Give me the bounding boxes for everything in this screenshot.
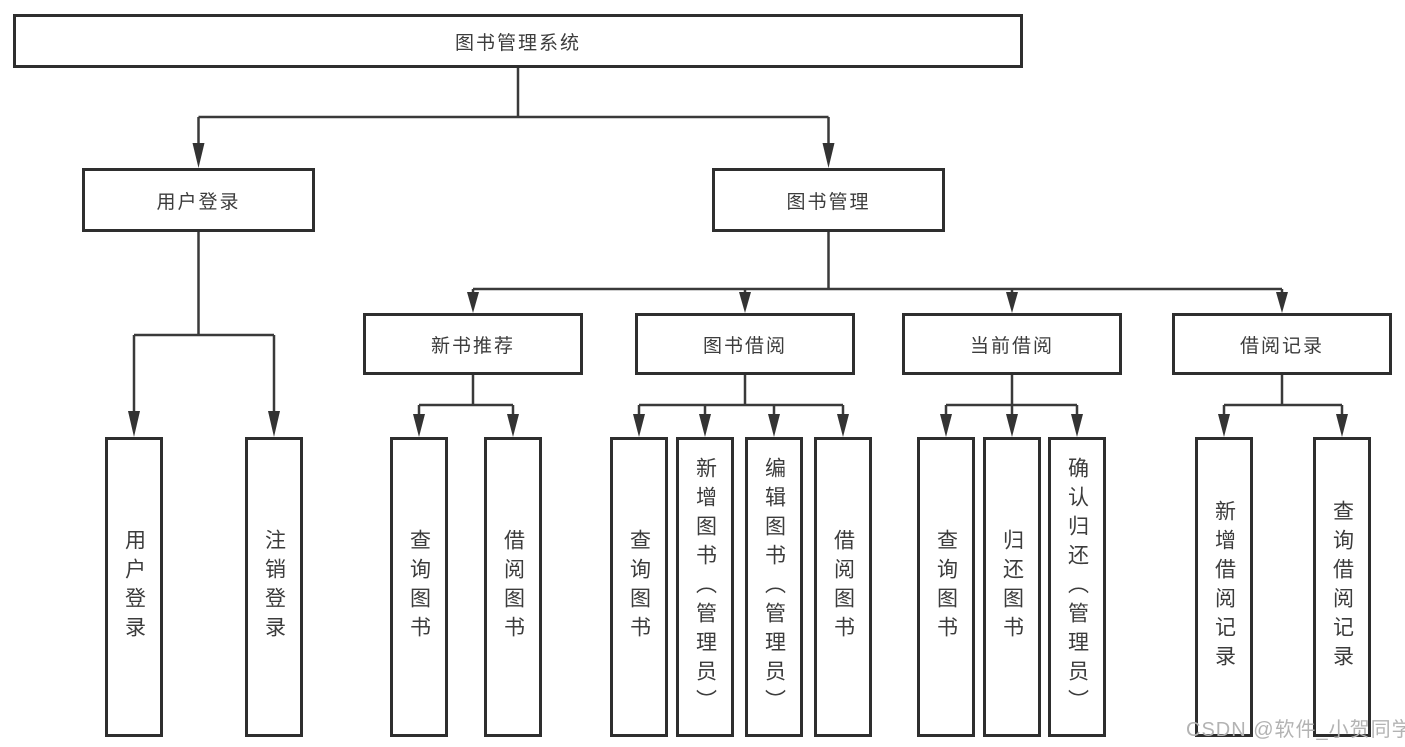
node-library-system: 图书管理系统	[13, 14, 1023, 68]
leaf-add-borrow-record: 新增借阅记录	[1195, 437, 1253, 737]
leaf-borrowing-query-books: 查询图书	[610, 437, 668, 737]
leaf-recommend-borrow-books-label: 借阅图书	[501, 529, 525, 645]
node-borrowing-records-label: 借阅记录	[1239, 335, 1324, 357]
leaf-user-login-label: 用户登录	[122, 529, 146, 645]
leaf-logout-label: 注销登录	[262, 529, 286, 645]
leaf-recommend-query-books: 查询图书	[390, 437, 448, 737]
node-new-book-recommend-label: 新书推荐	[430, 335, 515, 357]
node-current-borrowing-label: 当前借阅	[969, 335, 1054, 357]
leaf-confirm-return-admin-label: 确认归还（管理员）	[1065, 456, 1089, 718]
leaf-add-borrow-record-label: 新增借阅记录	[1212, 500, 1236, 674]
csdn-watermark: CSDN @软件_小贺同学	[1186, 719, 1405, 741]
leaf-borrowing-borrow-books: 借阅图书	[814, 437, 872, 737]
leaf-confirm-return-admin: 确认归还（管理员）	[1048, 437, 1106, 737]
leaf-current-query-books: 查询图书	[917, 437, 975, 737]
leaf-borrowing-query-books-label: 查询图书	[627, 529, 651, 645]
leaf-current-query-books-label: 查询图书	[934, 529, 958, 645]
node-book-management-label: 图书管理	[786, 191, 871, 213]
leaf-return-books: 归还图书	[983, 437, 1041, 737]
leaf-logout: 注销登录	[245, 437, 303, 737]
node-user-login-label: 用户登录	[156, 191, 241, 213]
leaf-add-books-admin-label: 新增图书（管理员）	[693, 456, 717, 718]
node-book-borrowing-label: 图书借阅	[702, 335, 787, 357]
node-book-management: 图书管理	[712, 168, 945, 232]
leaf-recommend-query-books-label: 查询图书	[407, 529, 431, 645]
leaf-query-borrow-record-label: 查询借阅记录	[1330, 500, 1354, 674]
leaf-edit-books-admin: 编辑图书（管理员）	[745, 437, 803, 737]
leaf-add-books-admin: 新增图书（管理员）	[676, 437, 734, 737]
node-borrowing-records: 借阅记录	[1172, 313, 1392, 375]
leaf-user-login: 用户登录	[105, 437, 163, 737]
node-new-book-recommend: 新书推荐	[363, 313, 583, 375]
node-library-system-label: 图书管理系统	[454, 32, 581, 54]
leaf-return-books-label: 归还图书	[1000, 529, 1024, 645]
node-book-borrowing: 图书借阅	[635, 313, 855, 375]
leaf-recommend-borrow-books: 借阅图书	[484, 437, 542, 737]
node-current-borrowing: 当前借阅	[902, 313, 1122, 375]
leaf-borrowing-borrow-books-label: 借阅图书	[831, 529, 855, 645]
node-user-login: 用户登录	[82, 168, 315, 232]
leaf-edit-books-admin-label: 编辑图书（管理员）	[762, 456, 786, 718]
leaf-query-borrow-record: 查询借阅记录	[1313, 437, 1371, 737]
